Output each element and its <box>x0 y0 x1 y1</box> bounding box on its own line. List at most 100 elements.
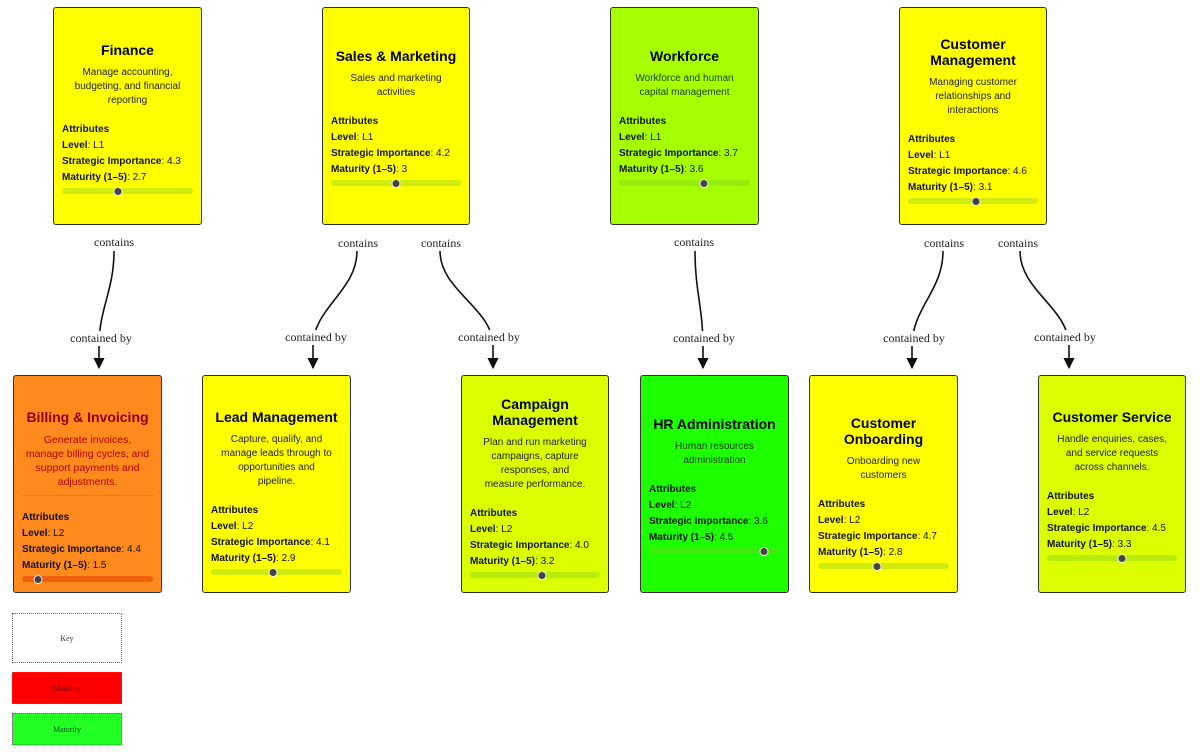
maturity-slider-knob[interactable] <box>537 571 546 580</box>
importance-row: Strategic Importance: 4.6 <box>908 166 1027 177</box>
importance-row: Strategic Importance: 4.4 <box>22 544 141 555</box>
level-label: Level <box>22 528 48 539</box>
maturity-slider-knob[interactable] <box>872 562 882 571</box>
level-value: L1 <box>362 132 374 143</box>
maturity-slider[interactable] <box>818 562 949 571</box>
maturity-slider[interactable] <box>22 575 153 584</box>
attributes-heading: Attributes <box>908 134 956 145</box>
importance-value: 4.7 <box>923 531 937 542</box>
card-title: Customer Service <box>1052 409 1172 425</box>
attributes-heading: Attributes <box>818 499 866 510</box>
maturity-slider-knob[interactable] <box>759 547 769 556</box>
maturity-value: 3.2 <box>540 556 555 567</box>
importance-value: 4.6 <box>1013 166 1027 177</box>
edge-label-contains: contains <box>672 235 716 250</box>
importance-row: Strategic Importance: 3.6 <box>649 516 768 527</box>
card-title: Campaign Management <box>492 396 578 428</box>
maturity-slider[interactable] <box>1047 554 1177 563</box>
legend-key: Key <box>12 613 122 663</box>
importance-value: 3.7 <box>724 148 738 159</box>
maturity-slider[interactable] <box>649 547 780 556</box>
maturity-row: Maturity (1–5): 3 <box>331 164 408 175</box>
card-divider <box>22 495 153 496</box>
card-description: Capture, qualify, and manage leads throu… <box>221 434 332 487</box>
level-row: Level: L2 <box>22 528 65 539</box>
maturity-slider-knob[interactable] <box>971 197 981 206</box>
maturity-slider[interactable] <box>211 568 342 577</box>
card-title: Finance <box>101 42 154 58</box>
maturity-label: Maturity (1–5) <box>649 532 715 543</box>
edge-label-contains: contains <box>419 236 463 251</box>
level-label: Level <box>908 150 934 161</box>
legend-low-label: Maturity <box>53 683 81 693</box>
attributes-heading: Attributes <box>1047 491 1095 502</box>
maturity-slider-knob[interactable] <box>268 568 278 577</box>
card-title: Customer Management <box>930 36 1016 68</box>
importance-label: Strategic Importance <box>649 516 749 527</box>
maturity-value: 3.1 <box>978 182 993 193</box>
level-row: Level: L1 <box>331 132 374 143</box>
legend-high-label: Maturity <box>53 724 81 734</box>
edge-label-contains: contains <box>922 236 966 251</box>
card-description: Managing customer relationships and inte… <box>929 77 1017 116</box>
importance-value: 4.5 <box>1152 523 1166 534</box>
maturity-label: Maturity (1–5) <box>908 182 974 193</box>
edge-label-contains: contains <box>92 235 136 250</box>
edge-label-contains: contains <box>996 236 1040 251</box>
attributes-heading: Attributes <box>619 116 667 127</box>
maturity-slider-knob[interactable] <box>1117 554 1127 563</box>
maturity-label: Maturity (1–5) <box>470 556 536 567</box>
maturity-slider[interactable] <box>908 197 1038 206</box>
importance-label: Strategic Importance <box>211 537 311 548</box>
attributes-heading: Attributes <box>62 124 110 135</box>
importance-row: Strategic Importance: 4.0 <box>470 540 589 551</box>
maturity-slider[interactable] <box>470 571 600 580</box>
maturity-label: Maturity (1–5) <box>818 547 884 558</box>
maturity-value: 2.7 <box>132 172 147 183</box>
card-description: Human resources administration <box>675 441 754 466</box>
maturity-slider-knob[interactable] <box>33 575 43 584</box>
level-value: L2 <box>680 500 692 511</box>
card-description: Workforce and human capital management <box>635 73 734 98</box>
level-row: Level: L1 <box>619 132 662 143</box>
maturity-slider[interactable] <box>331 179 461 188</box>
attributes-heading: Attributes <box>22 512 70 523</box>
edge-customer-mgmt-to-service <box>1019 250 1075 370</box>
importance-label: Strategic Importance <box>1047 523 1147 534</box>
importance-label: Strategic Importance <box>470 540 570 551</box>
importance-row: Strategic Importance: 4.7 <box>818 531 937 542</box>
maturity-slider[interactable] <box>619 179 750 188</box>
maturity-slider-knob[interactable] <box>699 179 709 188</box>
level-row: Level: L2 <box>211 521 254 532</box>
legend-key-label: Key <box>60 633 74 643</box>
maturity-slider[interactable] <box>62 187 193 196</box>
importance-label: Strategic Importance <box>331 148 431 159</box>
importance-row: Strategic Importance: 4.1 <box>211 537 330 548</box>
maturity-value: 2.9 <box>281 553 296 564</box>
edge-label-contained-by: contained by <box>283 330 349 345</box>
importance-label: Strategic Importance <box>818 531 918 542</box>
maturity-slider-knob[interactable] <box>113 187 123 196</box>
maturity-value: 3.6 <box>689 164 704 175</box>
card-title: Billing & Invoicing <box>26 409 149 425</box>
maturity-slider-knob[interactable] <box>391 179 401 188</box>
maturity-row: Maturity (1–5): 3.6 <box>619 164 704 175</box>
attributes-heading: Attributes <box>211 505 259 516</box>
card-description: Plan and run marketing campaigns, captur… <box>483 437 587 490</box>
maturity-value: 3 <box>401 164 408 175</box>
